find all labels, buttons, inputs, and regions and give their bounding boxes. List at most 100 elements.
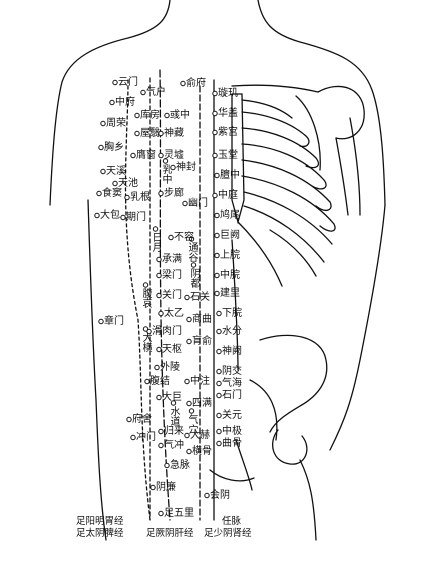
acupoint-marker	[188, 408, 195, 414]
point-huangshu: 肓俞	[192, 336, 212, 347]
point-siman: 四满	[192, 398, 212, 409]
point-tianshu: 天枢	[162, 344, 182, 355]
point-qixue: 气穴	[186, 414, 197, 434]
femur-neck	[299, 459, 317, 541]
acupoint-marker	[190, 262, 197, 268]
femur-head	[272, 429, 308, 465]
point-zhongzhu: 中注	[190, 376, 210, 387]
acupoint-marker	[216, 392, 222, 399]
point-guilai: 归来	[164, 426, 184, 437]
point-huaroumen: 滑肉门	[152, 326, 182, 337]
point-jianli: 建里	[220, 288, 240, 299]
point-shiguan: 石关	[190, 292, 210, 303]
point-jiuwei: 鸠尾	[220, 210, 240, 221]
point-tianxi: 天溪	[106, 166, 126, 177]
point-yutang: 玉堂	[218, 150, 238, 161]
point-shangqu: 商曲	[192, 314, 212, 325]
point-yunmen: 云门	[118, 77, 138, 88]
point-dabao: 大包	[100, 210, 120, 221]
acupoint-marker	[168, 234, 174, 241]
point-xuanji: 璇玑	[218, 88, 238, 99]
point-huagai: 华盖	[218, 108, 238, 119]
acupoint-marker	[170, 400, 177, 406]
point-wailing: 外陵	[160, 362, 180, 373]
acupoint-marker	[140, 89, 146, 96]
acupoint-marker	[154, 364, 160, 371]
acupoint-marker	[214, 252, 220, 259]
point-lingxu: 灵墟	[164, 150, 184, 161]
acupoint-marker	[100, 120, 106, 127]
costal-arch	[237, 221, 283, 287]
neck-right-outline	[257, 0, 386, 206]
acupoint-marker	[212, 90, 218, 97]
acupoint-marker	[96, 190, 102, 197]
acupoint-marker	[124, 194, 130, 201]
point-tianchi: 天池	[118, 178, 138, 189]
shoulder-joint	[317, 85, 365, 140]
point-shimen: 石门	[222, 390, 242, 401]
meridian-label-kidney: 足少阴肾经	[204, 528, 252, 539]
acupoint-marker	[212, 110, 218, 117]
point-qimen: 期门	[126, 212, 146, 223]
acupoint-marker	[158, 428, 164, 435]
acupoint-marker	[98, 144, 104, 151]
point-dahe: 大赫	[190, 430, 210, 441]
acupoint-marker	[186, 316, 192, 323]
clavicle	[231, 84, 319, 93]
point-burong: 不容	[174, 232, 194, 243]
point-fuai: 腹哀	[140, 288, 151, 308]
acupoint-marker	[142, 326, 149, 332]
left-torso-outline	[87, 199, 107, 541]
rib-3	[241, 127, 320, 169]
acupoint-marker	[204, 492, 210, 499]
acupoint-marker	[214, 272, 220, 279]
point-bulang: 步廊	[164, 188, 184, 199]
acupoint-marker	[142, 282, 149, 288]
acupoint-marker	[144, 378, 150, 385]
right-torso-outline	[329, 204, 386, 451]
acupoint-marker	[170, 164, 176, 171]
acupoint-marker	[214, 232, 220, 239]
scapula	[295, 95, 321, 171]
point-qihu: 气户	[146, 87, 166, 98]
point-zuwuli: 足五里	[164, 508, 194, 519]
point-shangwan: 上脘	[220, 250, 240, 261]
acupoint-marker	[164, 462, 170, 469]
point-kufang: 库房	[140, 110, 160, 121]
acupoint-marker	[216, 412, 222, 419]
acupoint-marker	[184, 294, 190, 301]
acupoint-marker	[146, 328, 152, 335]
rib-7	[243, 191, 333, 245]
point-xiongxiang: 胸乡	[104, 142, 124, 153]
acupoint-marker	[216, 428, 222, 435]
acupoint-marker	[98, 318, 104, 325]
meridian-label-ren: 任脉	[222, 516, 242, 527]
pelvis-inner	[249, 379, 278, 441]
point-henggu: 横骨	[192, 446, 212, 457]
point-guanmen: 关门	[162, 290, 182, 301]
pubis	[209, 469, 255, 482]
point-youmen: 幽门	[188, 198, 208, 209]
point-futonggu: 通谷	[186, 242, 197, 262]
acupoint-marker	[134, 130, 140, 137]
point-juque: 巨阙	[220, 230, 240, 241]
point-shuidao: 水道	[168, 406, 179, 426]
point-daju: 大巨	[162, 392, 182, 403]
point-yufu: 俞府	[186, 78, 206, 89]
spleen-line	[124, 79, 151, 521]
acupoint-marker	[216, 310, 222, 317]
point-qichong: 气冲	[164, 440, 184, 451]
point-huiyin: 会阴	[210, 490, 230, 501]
acupoint-marker	[186, 448, 192, 455]
acupoint-marker	[216, 348, 222, 355]
point-chongmen: 冲门	[136, 432, 156, 443]
point-jimai: 急脉	[170, 460, 190, 471]
rib-1	[241, 99, 293, 119]
sacrum	[235, 439, 253, 491]
point-zhangmen: 章门	[104, 316, 124, 327]
acupoint-marker	[216, 380, 222, 387]
point-zhongwan: 中脘	[220, 270, 240, 281]
point-shenfeng: 神封	[176, 162, 196, 173]
point-yinjiao: 阴交	[222, 366, 242, 377]
acupoint-marker	[100, 168, 106, 175]
